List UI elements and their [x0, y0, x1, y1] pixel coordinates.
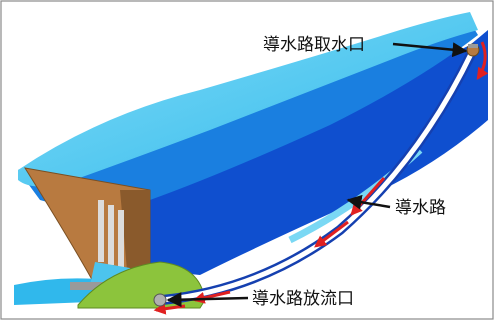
callout-arrow-conduit — [346, 194, 391, 210]
conduit-pipe — [157, 47, 477, 305]
callout-arrow-outlet — [166, 292, 249, 308]
spillway-gate — [98, 200, 104, 262]
spillway-gate — [108, 205, 114, 265]
callout-arrow-intake — [392, 42, 468, 58]
conduit-label: 導水路 — [395, 198, 446, 218]
outlet-label: 導水路放流口 — [252, 289, 354, 309]
intake-label: 導水路取水口 — [263, 35, 365, 55]
conduit-core — [159, 49, 475, 303]
intake-valve-icon — [466, 43, 480, 57]
reservoir-surface — [18, 12, 478, 187]
reservoir-deep-layer — [150, 30, 488, 275]
dam — [23, 167, 151, 290]
flow-arrow-icon — [314, 220, 349, 248]
dam-crest-shadow — [120, 190, 150, 282]
flow-arrow-icon — [476, 41, 489, 80]
outlet-valve-icon — [153, 293, 167, 307]
spillway-gate — [118, 210, 124, 268]
